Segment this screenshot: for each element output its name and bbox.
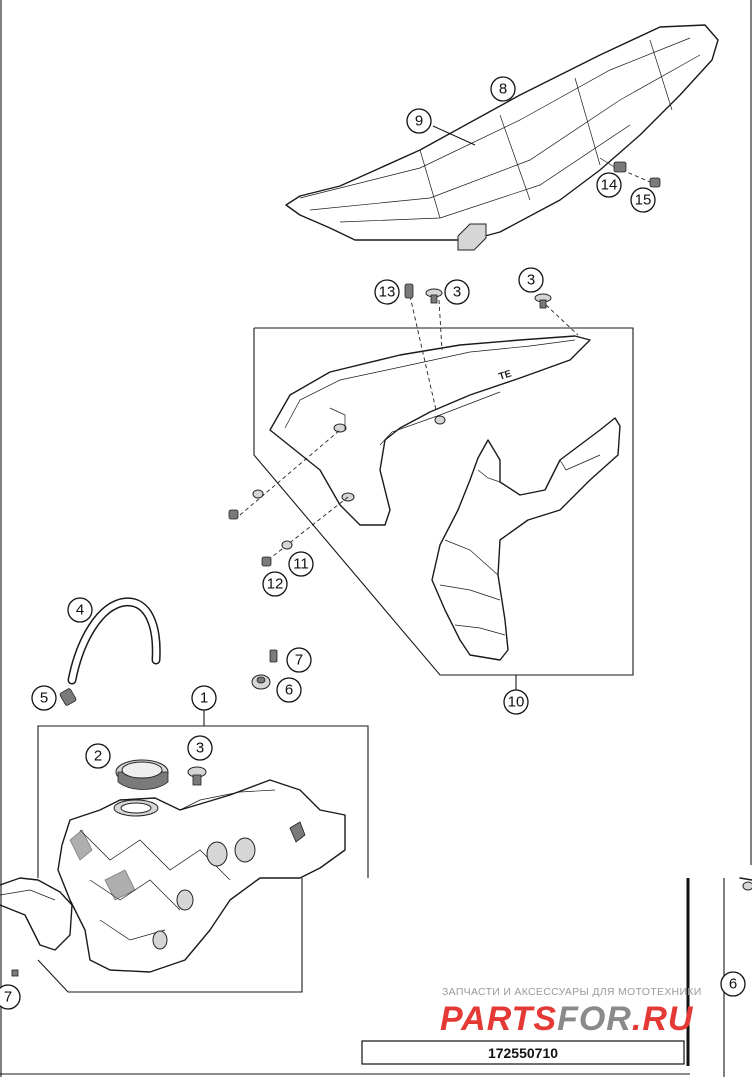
watermark-logo-for: FOR bbox=[557, 1000, 632, 1038]
side-panel-right bbox=[431, 417, 621, 661]
adjacent-diagram-fragment-right bbox=[739, 877, 752, 891]
callout-12: 12 bbox=[262, 571, 288, 597]
fuel-cap bbox=[115, 759, 169, 790]
svg-text:13: 13 bbox=[379, 284, 396, 301]
adjacent-diagram-fragment-left bbox=[0, 877, 73, 977]
callout-14: 14 bbox=[596, 172, 622, 198]
svg-text:1: 1 bbox=[200, 690, 208, 707]
callout-15: 15 bbox=[630, 187, 656, 213]
callout-6-right-fragment: 6 bbox=[720, 971, 746, 997]
svg-text:8: 8 bbox=[499, 81, 507, 98]
callout-3-panel-right: 3 bbox=[518, 267, 544, 293]
side-panel-group-frame bbox=[253, 327, 634, 690]
svg-text:11: 11 bbox=[293, 556, 309, 573]
watermark-logo-ru: .RU bbox=[632, 1000, 694, 1038]
callout-1: 1 bbox=[191, 685, 217, 711]
fuel-tank bbox=[57, 779, 346, 973]
callout-11: 11 bbox=[288, 551, 314, 577]
watermark-logo-parts: PARTS bbox=[440, 1000, 557, 1038]
document-number: 172550710 bbox=[488, 1045, 558, 1061]
callout-2: 2 bbox=[85, 743, 111, 769]
callout-5: 5 bbox=[31, 685, 57, 711]
callout-4: 4 bbox=[67, 597, 93, 623]
callout-7-left-fragment: 7 bbox=[0, 984, 21, 1010]
svg-text:3: 3 bbox=[196, 740, 204, 757]
watermark-logo: PARTSFOR.RU bbox=[440, 1000, 694, 1038]
callout-3-tank: 3 bbox=[187, 735, 213, 761]
seat-bolt-hardware bbox=[613, 161, 661, 188]
fuel-tank-group-frame bbox=[37, 710, 369, 993]
bushing-and-screw bbox=[251, 649, 278, 690]
svg-text:10: 10 bbox=[508, 694, 525, 711]
svg-text:3: 3 bbox=[527, 272, 535, 289]
watermark-tagline: ЗАПЧАСТИ И АКСЕССУАРЫ ДЛЯ МОТОТЕХНИКИ bbox=[442, 986, 702, 998]
svg-text:14: 14 bbox=[601, 177, 618, 194]
svg-text:4: 4 bbox=[76, 602, 84, 619]
callout-7: 7 bbox=[286, 647, 312, 673]
tank-bolt bbox=[187, 766, 207, 786]
svg-text:15: 15 bbox=[635, 192, 652, 209]
svg-text:9: 9 bbox=[415, 113, 423, 130]
svg-text:12: 12 bbox=[267, 576, 284, 593]
seat-illustration bbox=[285, 24, 719, 251]
callout-10: 10 bbox=[503, 689, 529, 715]
breather-hose bbox=[59, 597, 161, 706]
callout-3-panel-left: 3 bbox=[444, 279, 470, 305]
svg-text:5: 5 bbox=[40, 690, 48, 707]
callout-6: 6 bbox=[276, 677, 302, 703]
callout-9: 9 bbox=[406, 108, 476, 146]
svg-text:6: 6 bbox=[729, 976, 737, 993]
svg-text:7: 7 bbox=[4, 989, 12, 1006]
svg-text:7: 7 bbox=[295, 652, 303, 669]
callout-13: 13 bbox=[374, 279, 400, 305]
panel-fasteners bbox=[228, 283, 579, 567]
callout-8: 8 bbox=[490, 76, 516, 102]
svg-text:TE: TE bbox=[498, 368, 514, 383]
svg-text:6: 6 bbox=[285, 682, 293, 699]
svg-text:2: 2 bbox=[94, 748, 102, 765]
watermark: ЗАПЧАСТИ И АКСЕССУАРЫ ДЛЯ МОТОТЕХНИКИ PA… bbox=[440, 986, 702, 1038]
side-panel-left: TE bbox=[269, 335, 591, 526]
document-number-box: 172550710 bbox=[361, 1040, 685, 1065]
svg-text:3: 3 bbox=[453, 284, 461, 301]
